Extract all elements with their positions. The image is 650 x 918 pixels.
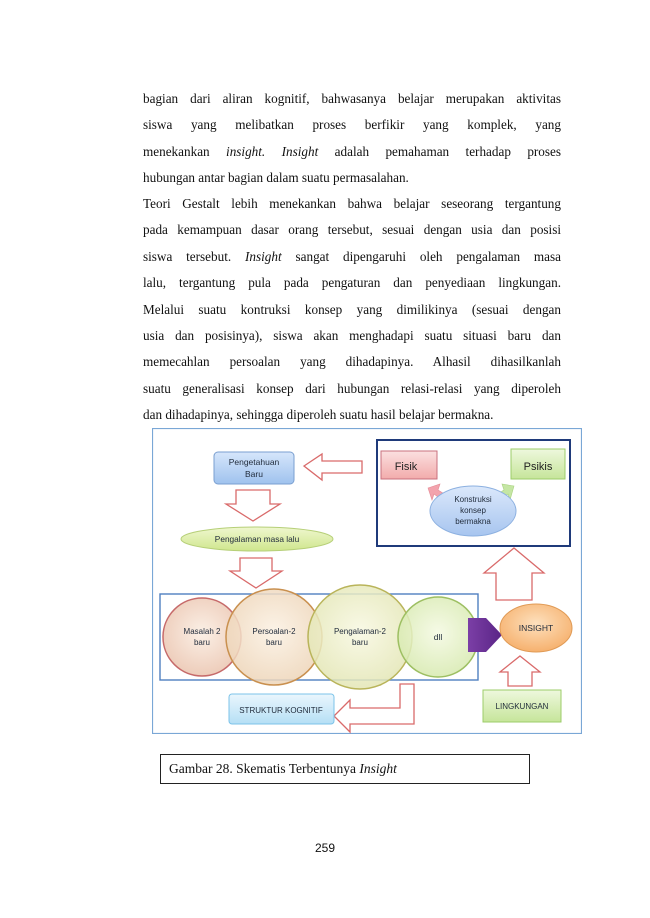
arrow-bent-icon: [333, 683, 415, 734]
caption-emphasis: Insight: [359, 761, 397, 776]
insight-ellipse: INSIGHT: [499, 603, 573, 653]
text-line: Melalui suatu kontruksi konsep yang dimi…: [143, 301, 561, 317]
text-line: bagian dari aliran kognitif, bahwasanya …: [143, 91, 561, 106]
text-line: memecahlan persoalan yang dihadapinya. A…: [143, 354, 561, 370]
arrow-up-icon: [498, 655, 542, 687]
text-line: siswa tersebut. Insight sangat dipengaru…: [143, 244, 561, 270]
arrow-left-icon: [302, 452, 363, 482]
konstruksi-label: bermakna: [455, 517, 491, 526]
struktur-kognitif-box: STRUKTUR KOGNITIF: [228, 693, 335, 725]
pengalaman-baru-circle: Pengalaman-2 baru: [307, 584, 413, 690]
text-run: menekankan: [143, 143, 227, 159]
konstruksi-label: Konstruksi: [454, 495, 492, 504]
fisik-box: Fisik: [380, 450, 438, 480]
text-line: dan dihadapinya, sehingga diperoleh suat…: [143, 407, 494, 423]
page-number: 259: [314, 841, 336, 855]
konstruksi-konsep-ellipse: Konstruksi konsep bermakna: [429, 485, 517, 537]
text-run: siswa tersebut.: [143, 248, 246, 264]
insight-label: INSIGHT: [519, 623, 553, 633]
figure-caption: Gambar 28. Skematis Terbentunya Insight: [160, 754, 530, 784]
text-line: usia dan posisinya), siswa akan menghada…: [143, 327, 561, 343]
paragraph-2: Teori Gestalt lebih menekankan bahwa bel…: [143, 191, 561, 429]
arrow-right-icon: [468, 618, 502, 652]
arrow-up-icon: [482, 547, 546, 601]
konstruksi-label: konsep: [460, 506, 486, 515]
text-line: hubungan antar bagian dalam suatu permas…: [143, 170, 409, 186]
text-line: pada kemampuan dasar orang tersebut, ses…: [143, 222, 561, 238]
pengetahuan-baru-box: Pengetahuan Baru: [213, 451, 295, 485]
persoalan-label: Persoalan-2: [252, 627, 296, 636]
fisik-label: Fisik: [395, 461, 418, 473]
text-run: adalah pemahaman terhadap proses: [318, 143, 562, 159]
masalah-label: baru: [194, 638, 210, 647]
emphasis-insight: Insight: [245, 248, 282, 264]
insight-formation-diagram: Pengetahuan Baru Pengalaman masa lalu Fi…: [152, 428, 582, 734]
dll-label: dll: [434, 632, 443, 642]
paragraph-1: bagian dari aliran kognitif, bahwasanya …: [143, 86, 561, 192]
text-line: menekankan insight. Insight adalah pemah…: [143, 139, 561, 165]
emphasis-insight: Insight: [281, 143, 319, 159]
text-line: siswa yang melibatkan proses berfikir ya…: [143, 117, 561, 133]
psikis-box: Psikis: [510, 448, 566, 480]
masalah-label: Masalah 2: [184, 627, 221, 636]
lingkungan-label: LINGKUNGAN: [496, 702, 549, 711]
struktur-label: STRUKTUR KOGNITIF: [239, 706, 323, 715]
pengalaman2-label: baru: [352, 638, 368, 647]
emphasis-insight: insight.: [226, 143, 266, 159]
text-line: Teori Gestalt lebih menekankan bahwa bel…: [143, 196, 561, 211]
psikis-label: Psikis: [524, 461, 553, 473]
arrow-down-icon: [223, 489, 283, 522]
text-line: suatu generalisasi konsep dari hubungan …: [143, 380, 561, 396]
caption-text: Gambar 28. Skematis Terbentunya: [169, 761, 360, 776]
pengalaman-masa-lalu-ellipse: Pengalaman masa lalu: [180, 526, 334, 552]
pengalaman-label: Pengalaman masa lalu: [215, 534, 300, 544]
persoalan-label: baru: [266, 638, 282, 647]
pengalaman2-label: Pengalaman-2: [334, 627, 387, 636]
lingkungan-box: LINGKUNGAN: [482, 689, 562, 723]
dll-circle: dll: [397, 596, 479, 678]
text-run: [265, 144, 281, 159]
text-line: lalu, tergantung pula pada pengaturan da…: [143, 275, 561, 291]
pengetahuan-label: Pengetahuan: [229, 457, 280, 467]
pengetahuan-label: Baru: [245, 469, 263, 479]
arrow-down-icon: [227, 557, 285, 589]
text-run: sangat dipengaruhi oleh pengalaman masa: [281, 248, 561, 264]
